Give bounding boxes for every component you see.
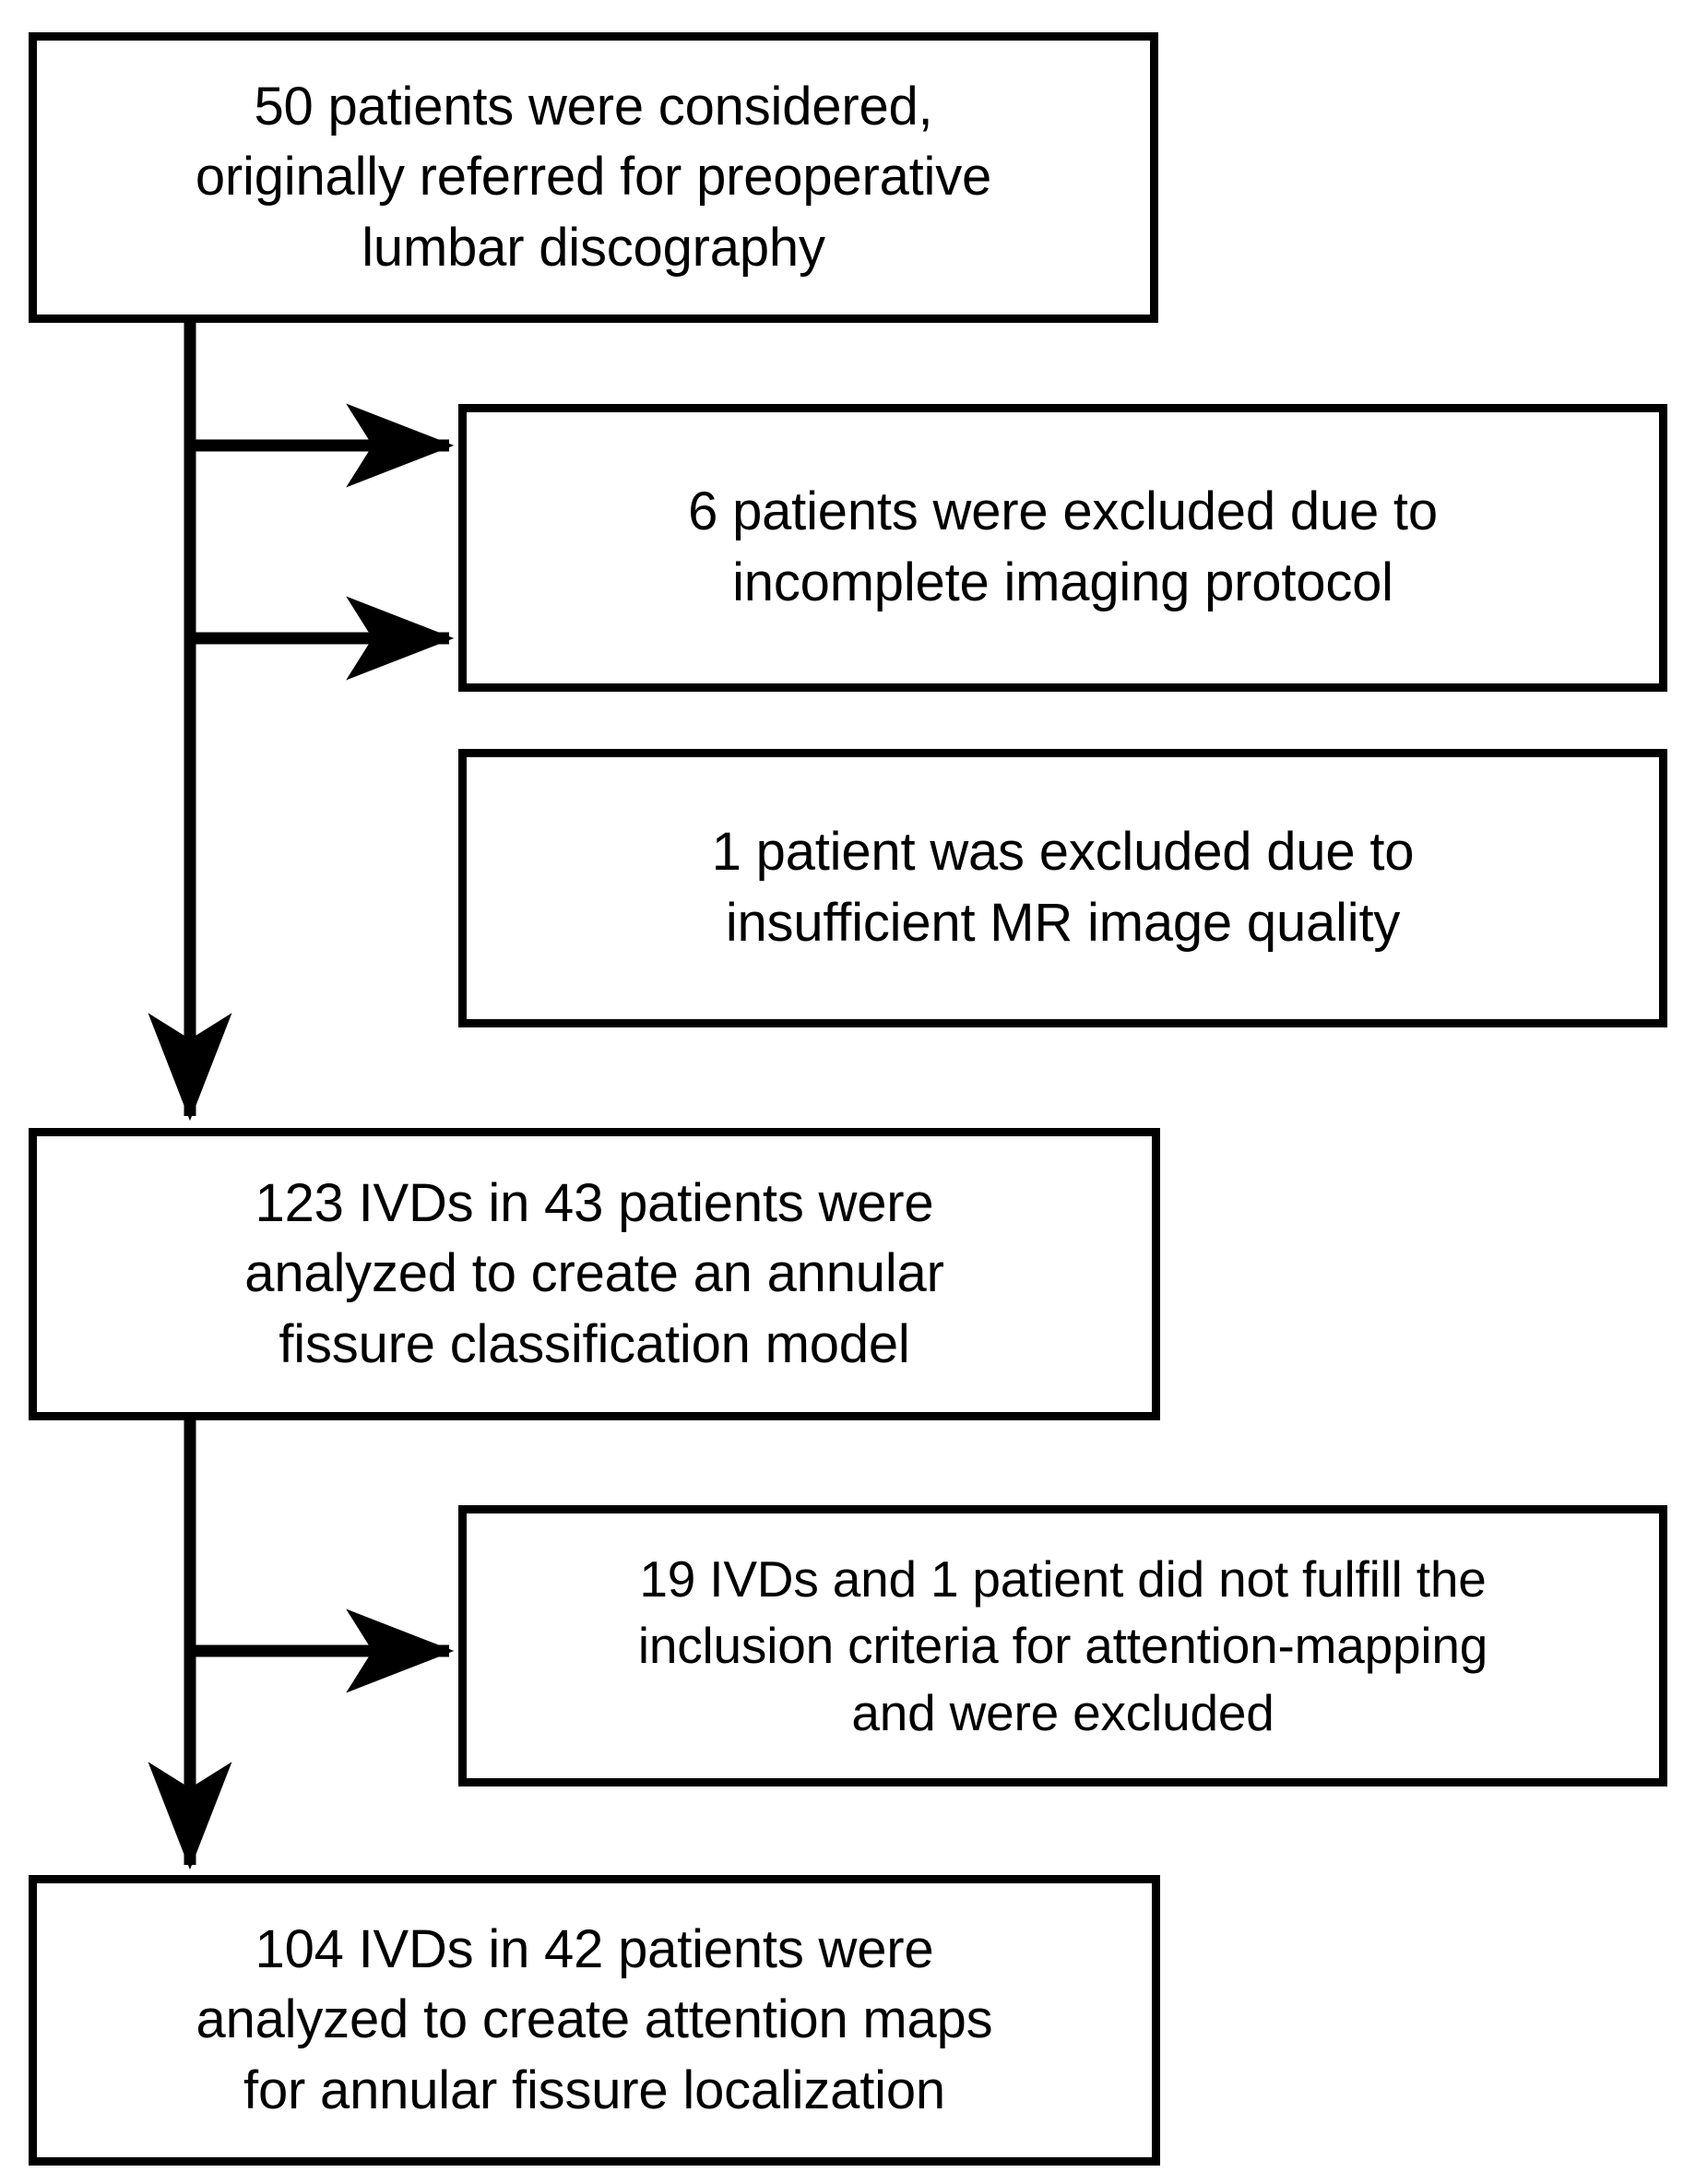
node-analyzed-attention-maps-text: 104 IVDs in 42 patients were analyzed to…	[196, 1918, 993, 2120]
node-analyzed-classification-model-text: 123 IVDs in 43 patients were analyzed to…	[244, 1172, 944, 1374]
node-patients-considered-text: 50 patients were considered, originally …	[195, 76, 992, 278]
node-analyzed-attention-maps: 104 IVDs in 42 patients were analyzed to…	[29, 1875, 1160, 2166]
node-analyzed-classification-model: 123 IVDs in 43 patients were analyzed to…	[29, 1128, 1160, 1420]
node-excluded-attention-mapping: 19 IVDs and 1 patient did not fulfill th…	[458, 1505, 1667, 1786]
node-excluded-attention-mapping-text: 19 IVDs and 1 patient did not fulfill th…	[637, 1549, 1488, 1741]
node-excluded-incomplete-protocol: 6 patients were excluded due to incomple…	[458, 404, 1667, 692]
node-excluded-incomplete-protocol-text: 6 patients were excluded due to incomple…	[688, 481, 1438, 612]
node-excluded-mr-quality-text: 1 patient was excluded due to insufficie…	[711, 822, 1415, 953]
node-patients-considered: 50 patients were considered, originally …	[29, 32, 1158, 323]
node-excluded-mr-quality: 1 patient was excluded due to insufficie…	[458, 749, 1667, 1027]
